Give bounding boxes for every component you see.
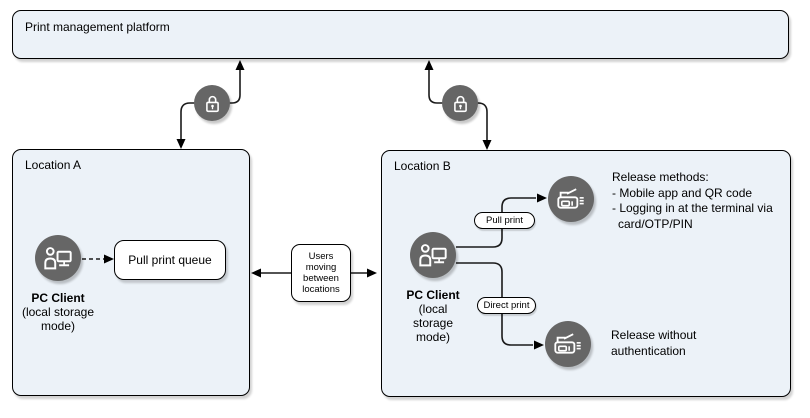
arrowhead-right-location-b bbox=[367, 268, 377, 278]
pc-client-icon bbox=[35, 235, 81, 281]
arrowhead-into-queue bbox=[104, 254, 114, 264]
pc-client-caption-a: PC Client (local storage mode) bbox=[3, 291, 113, 333]
multifunction-printer-glyph bbox=[557, 188, 584, 209]
arrowhead-into-printer-bottom bbox=[534, 340, 544, 350]
pc-client-name: PC Client bbox=[31, 291, 85, 305]
lock-icon bbox=[194, 85, 230, 121]
release-methods-line: Release methods: bbox=[612, 170, 709, 184]
printer-icon bbox=[545, 321, 591, 367]
direct-print-label: Direct print bbox=[483, 300, 530, 311]
printer-icon bbox=[548, 176, 594, 222]
pull-print-label-pill: Pull print bbox=[474, 212, 535, 229]
location-a-title: Location A bbox=[25, 158, 82, 172]
person-with-monitor-glyph bbox=[419, 244, 447, 267]
arrowhead-down-location-b bbox=[482, 140, 492, 150]
release-without-line: authentication bbox=[611, 343, 686, 358]
pc-client-mode-line: storage bbox=[412, 316, 454, 330]
release-methods-text: Release methods: - Mobile app and QR cod… bbox=[612, 170, 807, 232]
person-with-monitor-glyph bbox=[44, 247, 72, 270]
release-without-line: Release without bbox=[611, 328, 697, 342]
pc-client-mode-line: mode) bbox=[415, 330, 450, 344]
release-without-auth-text: Release without authentication bbox=[611, 328, 771, 359]
users-moving-line: between bbox=[303, 273, 339, 284]
padlock-glyph bbox=[205, 95, 219, 112]
pull-print-queue-node: Pull print queue bbox=[114, 240, 226, 280]
pc-client-name: PC Client bbox=[406, 288, 460, 302]
pc-client-icon bbox=[410, 232, 456, 278]
pc-client-mode-line: (local storage bbox=[21, 305, 95, 319]
location-b-title: Location B bbox=[394, 159, 451, 173]
users-moving-line: moving bbox=[305, 262, 337, 273]
users-moving-node: Users moving between locations bbox=[291, 244, 351, 302]
platform-title: Print management platform bbox=[25, 20, 170, 34]
padlock-glyph bbox=[453, 95, 467, 112]
arrowhead-left-location-a bbox=[251, 268, 261, 278]
release-methods-line: - Logging in at the terminal via bbox=[612, 201, 773, 215]
pc-client-caption-b: PC Client (local storage mode) bbox=[398, 288, 468, 344]
lock-icon bbox=[442, 85, 478, 121]
users-moving-line: locations bbox=[302, 284, 340, 295]
arrowhead-into-printer-top bbox=[537, 193, 547, 203]
arrowhead-down-location-a bbox=[176, 139, 186, 149]
arrowhead-up-platform-a bbox=[235, 60, 245, 70]
release-methods-line: - Mobile app and QR code bbox=[612, 185, 753, 200]
multifunction-printer-glyph bbox=[554, 333, 581, 354]
arrowhead-up-platform-b bbox=[424, 60, 434, 70]
pc-client-mode-line: mode) bbox=[40, 319, 75, 333]
platform-box: Print management platform bbox=[12, 10, 789, 59]
users-moving-line: Users bbox=[308, 251, 334, 262]
pull-print-label: Pull print bbox=[486, 215, 523, 226]
pull-print-queue-label: Pull print queue bbox=[128, 253, 212, 267]
release-methods-line: card/OTP/PIN bbox=[618, 216, 693, 231]
direct-print-label-pill: Direct print bbox=[477, 297, 536, 314]
pc-client-mode-line: (local bbox=[418, 302, 448, 316]
